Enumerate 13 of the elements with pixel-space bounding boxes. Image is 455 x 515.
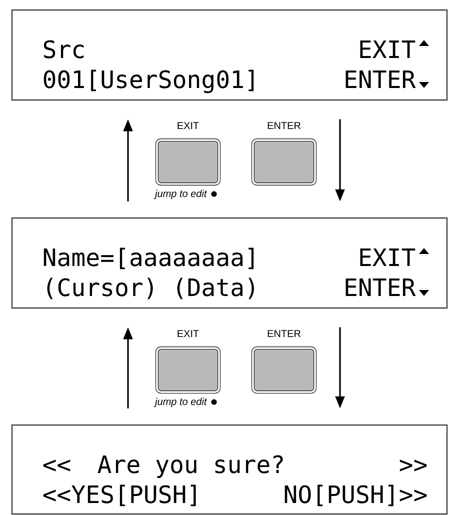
button-caption: jump to edit — [154, 398, 208, 408]
push-button — [156, 346, 220, 394]
push-button — [252, 346, 316, 394]
lcd-screen: Src EXIT 001[UserSong01] ENTER — [11, 9, 448, 101]
push-button — [252, 138, 316, 186]
button-label: ENTER — [268, 122, 300, 129]
button-label: ENTER — [268, 330, 300, 337]
button-label: EXIT — [178, 330, 199, 337]
button-caption: jump to edit — [154, 190, 208, 200]
lcd-screen: << Are you sure? >> <<YES[PUSH] NO[PUSH]>> — [11, 424, 448, 515]
push-button — [156, 138, 220, 186]
lcd-screen: Name=[aaaaaaaa] EXIT (Cursor) (Data) ENTER — [11, 217, 448, 309]
button-label: EXIT — [178, 122, 199, 129]
